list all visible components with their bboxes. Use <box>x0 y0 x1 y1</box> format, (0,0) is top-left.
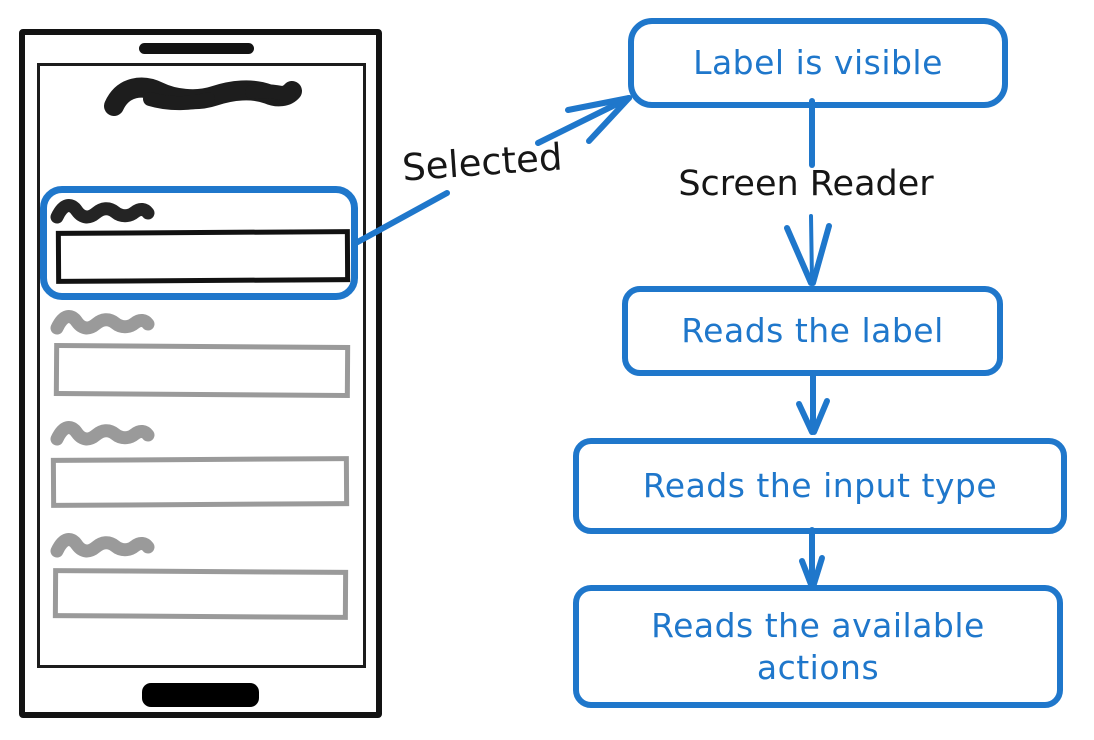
input-field-2[interactable] <box>53 342 351 399</box>
arrow-screen-reader-shaft-bottom <box>809 214 814 284</box>
selected-connector-arrowhead <box>565 95 632 144</box>
arrow-type-to-actions-head <box>799 555 825 590</box>
arrow-reads-to-type-head <box>796 398 830 435</box>
flow-box-label-visible-text: Label is visible <box>693 43 943 83</box>
speaker-bar <box>139 43 254 54</box>
flow-box-reads-input-type: Reads the input type <box>573 438 1067 534</box>
phone-frame <box>19 29 382 718</box>
selected-annotation: Selected <box>400 135 564 190</box>
screen-reader-annotation: Screen Reader <box>678 164 934 204</box>
flow-box-reads-label: Reads the label <box>622 286 1003 376</box>
home-button[interactable] <box>142 683 259 707</box>
arrow-screen-reader-head <box>784 223 832 286</box>
selected-input-field[interactable] <box>55 229 351 284</box>
input-field-4[interactable] <box>52 568 349 620</box>
flow-box-reads-available-actions: Reads the available actions <box>573 585 1063 708</box>
phone-screen <box>37 63 366 668</box>
flow-box-label-visible: Label is visible <box>628 18 1008 108</box>
flow-box-reads-available-actions-text: Reads the available actions <box>651 606 985 687</box>
input-field-3[interactable] <box>50 456 350 508</box>
flow-box-reads-label-text: Reads the label <box>681 311 944 351</box>
flow-box-reads-input-type-text: Reads the input type <box>642 466 998 506</box>
